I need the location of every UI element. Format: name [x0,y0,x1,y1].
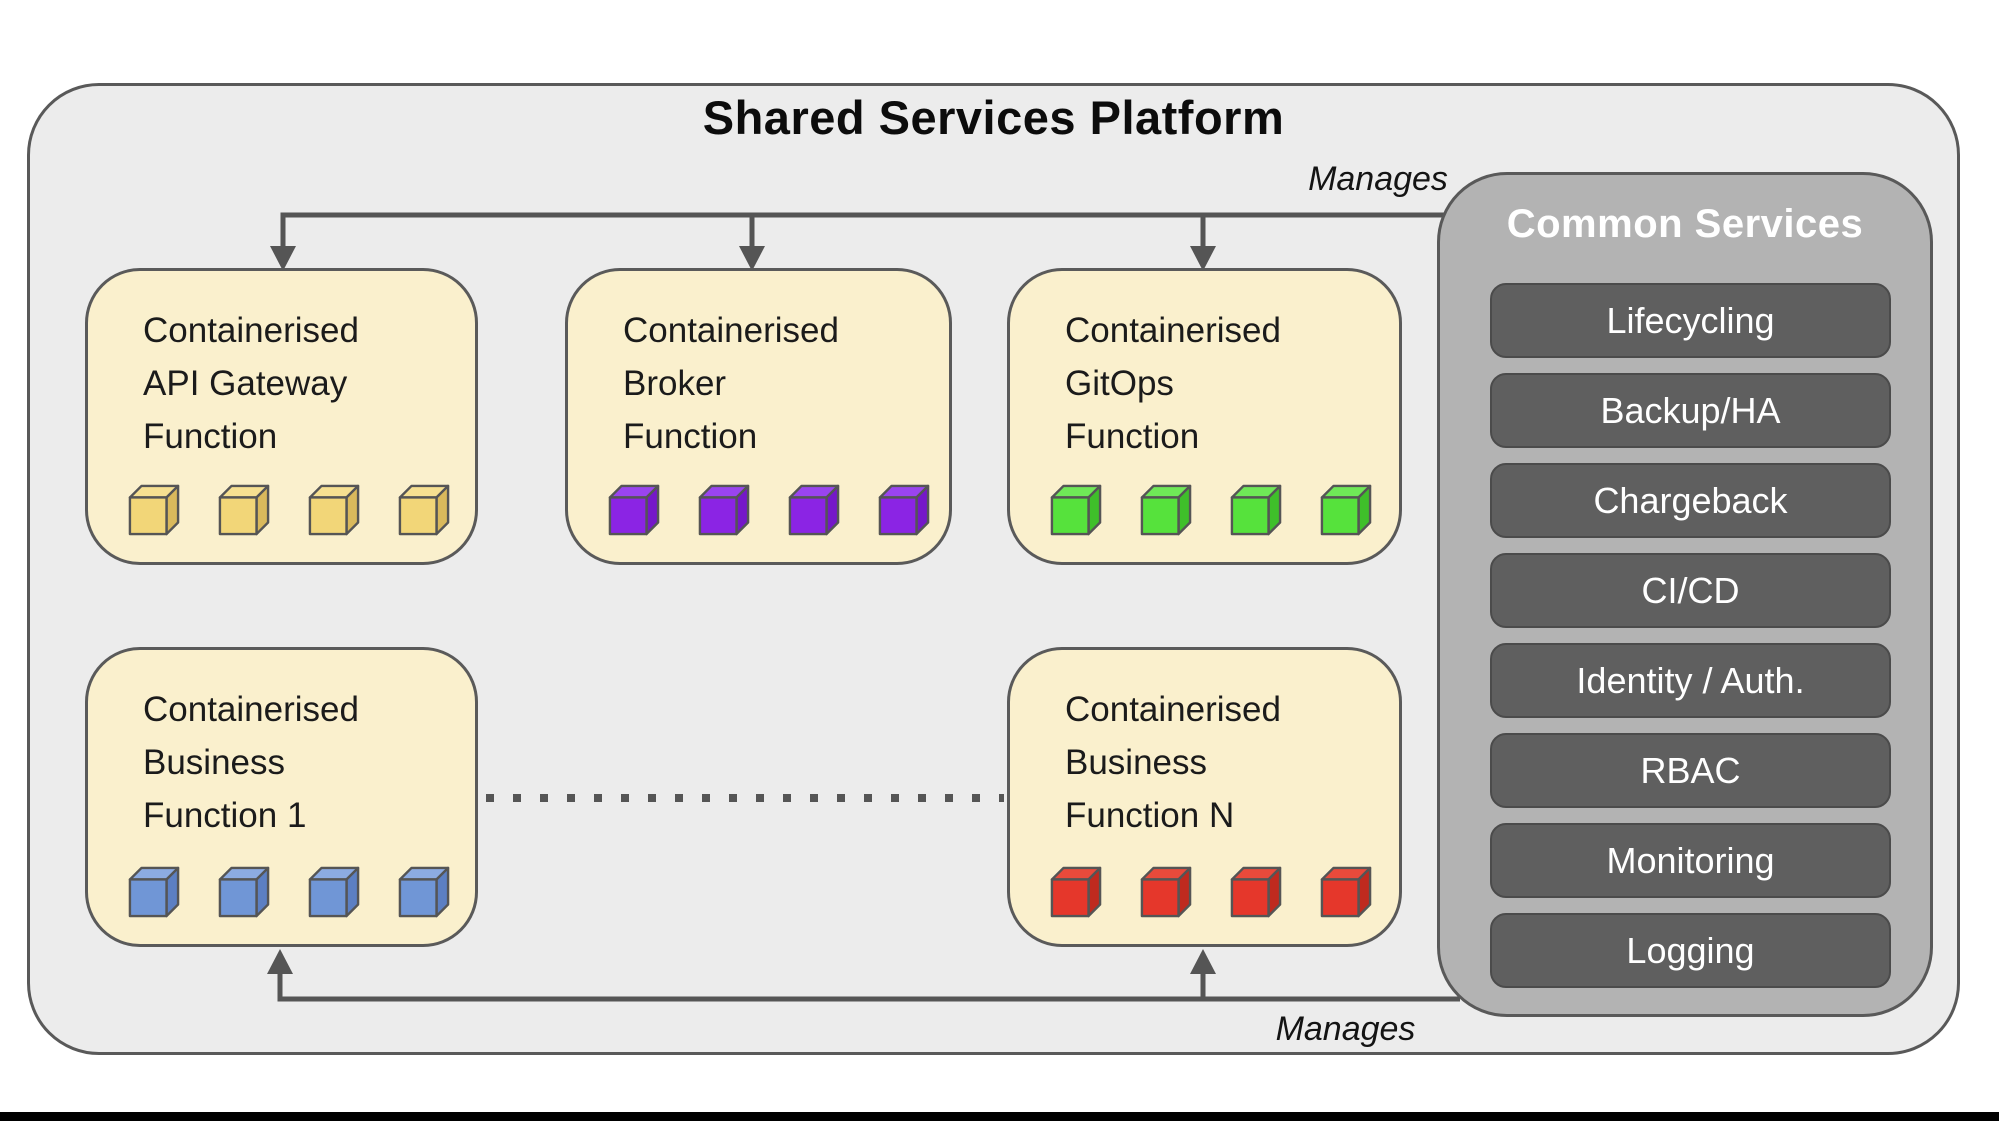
box-containerised-business-function-1: Containerised Business Function 1 [85,647,478,947]
bottom-screen-edge-bar [0,1112,1999,1121]
service-item-identity-auth: Identity / Auth. [1490,643,1891,718]
page-title: Shared Services Platform [702,91,1285,144]
container-cube [308,866,360,918]
box-label-line: Function N [1065,796,1235,835]
box-label-line: Containerised [1065,690,1281,729]
container-cube [1050,866,1102,918]
box-label-line: GitOps [1065,364,1174,403]
box-label-line: Function [1065,417,1200,456]
box-label-line: Containerised [1065,311,1281,350]
box-label-line: Containerised [143,311,359,350]
container-cubes-row [1050,866,1372,918]
service-item-rbac: RBAC [1490,733,1891,808]
box-label-line: Function 1 [143,796,307,835]
box-containerised-gitops-function: Containerised GitOps Function [1007,268,1402,565]
box-label: Containerised GitOps Function [1065,304,1281,463]
box-containerised-business-function-n: Containerised Business Function N [1007,647,1402,947]
service-item-monitoring: Monitoring [1490,823,1891,898]
container-cubes-row [608,484,930,536]
container-cube [398,484,450,536]
container-cube [788,484,840,536]
service-item-logging: Logging [1490,913,1891,988]
service-item-chargeback: Chargeback [1490,463,1891,538]
container-cubes-row [1050,484,1372,536]
box-containerised-broker-function: Containerised Broker Function [565,268,952,565]
container-cube [1320,484,1372,536]
service-item-lifecycling: Lifecycling [1490,283,1891,358]
common-services-title: Common Services [1506,202,1864,246]
box-label: Containerised API Gateway Function [143,304,359,463]
container-cubes-row [128,866,450,918]
container-cube [218,866,270,918]
container-cube [398,866,450,918]
box-label-line: Function [143,417,278,456]
service-item-backup-ha: Backup/HA [1490,373,1891,448]
box-label: Containerised Broker Function [623,304,839,463]
service-item-ci-cd: CI/CD [1490,553,1891,628]
common-services-panel: Common Services Lifecycling Backup/HA Ch… [1437,172,1933,1017]
box-label-line: Function [623,417,758,456]
box-label-line: API Gateway [143,364,348,403]
container-cube [878,484,930,536]
box-label-line: Containerised [143,690,359,729]
container-cube [218,484,270,536]
box-label-line: Business [143,743,286,782]
box-containerised-api-gateway-function: Containerised API Gateway Function [85,268,478,565]
container-cube [128,484,180,536]
container-cube [698,484,750,536]
manages-label-bottom: Manages [1275,1010,1416,1048]
box-label: Containerised Business Function 1 [143,683,359,842]
container-cube [1140,866,1192,918]
manages-label-top: Manages [1308,160,1448,198]
box-label-line: Containerised [623,311,839,350]
container-cube [308,484,360,536]
container-cubes-row [128,484,450,536]
container-cube [128,866,180,918]
container-cube [1230,866,1282,918]
box-label-line: Business [1065,743,1208,782]
container-cube [1230,484,1282,536]
box-label: Containerised Business Function N [1065,683,1281,842]
container-cube [1140,484,1192,536]
container-cube [608,484,660,536]
container-cube [1320,866,1372,918]
box-label-line: Broker [623,364,727,403]
container-cube [1050,484,1102,536]
common-services-list: Lifecycling Backup/HA Chargeback CI/CD I… [1490,283,1891,988]
